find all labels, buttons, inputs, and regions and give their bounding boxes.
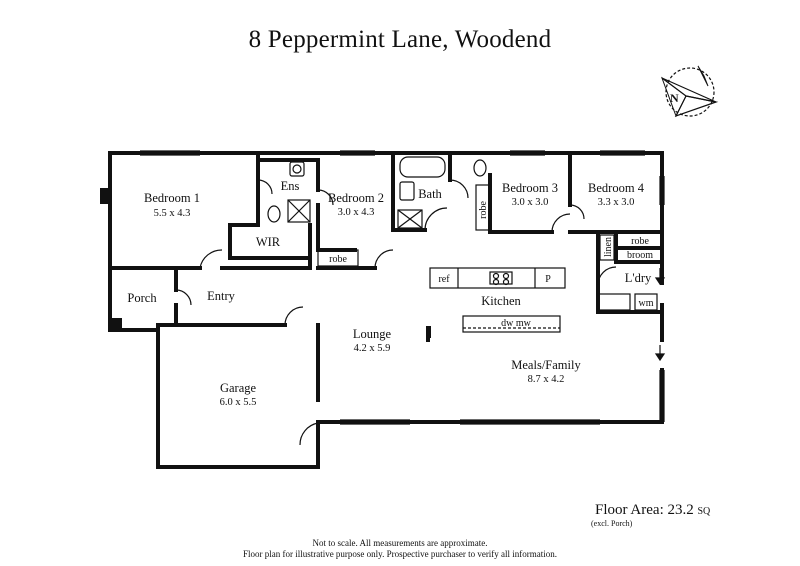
disclaimer-line-2: Floor plan for illustrative purpose only…	[242, 549, 558, 559]
robe-hall-label: robe	[631, 236, 649, 247]
bedroom1-label: Bedroom 1	[144, 191, 200, 205]
kitchen-label: Kitchen	[481, 294, 521, 308]
wm-label: wm	[639, 298, 654, 309]
post	[426, 326, 431, 338]
robe-b2-label: robe	[329, 254, 347, 265]
floor-area-note: (excl. Porch)	[591, 519, 633, 528]
bath-label: Bath	[418, 187, 442, 201]
floor-area-unit: SQ	[697, 506, 711, 517]
robe-b3-label: robe	[478, 201, 489, 219]
wir-label: WIR	[256, 235, 281, 249]
linen-label: linen	[603, 237, 614, 257]
lounge-label: Lounge	[353, 327, 392, 341]
garage-label: Garage	[220, 381, 257, 395]
walls	[108, 151, 664, 469]
bedroom3-label: Bedroom 3	[502, 181, 558, 195]
bedroom4-label: Bedroom 4	[588, 181, 645, 195]
floor-area: Floor Area: 23.2 SQ	[595, 502, 710, 519]
floor-area-label: Floor Area: 23.2	[595, 502, 694, 518]
meals-dims: 8.7 x 4.2	[528, 374, 565, 385]
ens-label: Ens	[281, 179, 300, 193]
lounge-dims: 4.2 x 5.9	[354, 343, 391, 354]
bedroom2-label: Bedroom 2	[328, 191, 384, 205]
dw-mw-label: dw mw	[501, 318, 532, 329]
disclaimer: Not to scale. All measurements are appro…	[0, 538, 800, 560]
chimney	[100, 188, 110, 204]
bedroom4-dims: 3.3 x 3.0	[598, 197, 635, 208]
meals-label: Meals/Family	[511, 358, 581, 372]
plan-title: 8 Peppermint Lane, Woodend	[248, 26, 552, 53]
porch-label: Porch	[127, 291, 157, 305]
laundry-label: L'dry	[625, 271, 652, 285]
garage-dims: 6.0 x 5.5	[220, 397, 257, 408]
broom-label: broom	[627, 250, 653, 261]
bedroom1-dims: 5.5 x 4.3	[154, 208, 191, 219]
entry-label: Entry	[207, 289, 236, 303]
bedroom2-dims: 3.0 x 4.3	[338, 207, 375, 218]
disclaimer-line-1: Not to scale. All measurements are appro…	[312, 538, 488, 548]
svg-text:N: N	[670, 91, 679, 105]
porch-post	[110, 318, 122, 330]
ref-label: ref	[438, 274, 450, 285]
pantry-label: P	[545, 274, 551, 285]
north-compass-icon: N	[660, 65, 719, 118]
bedroom3-dims: 3.0 x 3.0	[512, 197, 549, 208]
fixtures	[140, 150, 666, 446]
